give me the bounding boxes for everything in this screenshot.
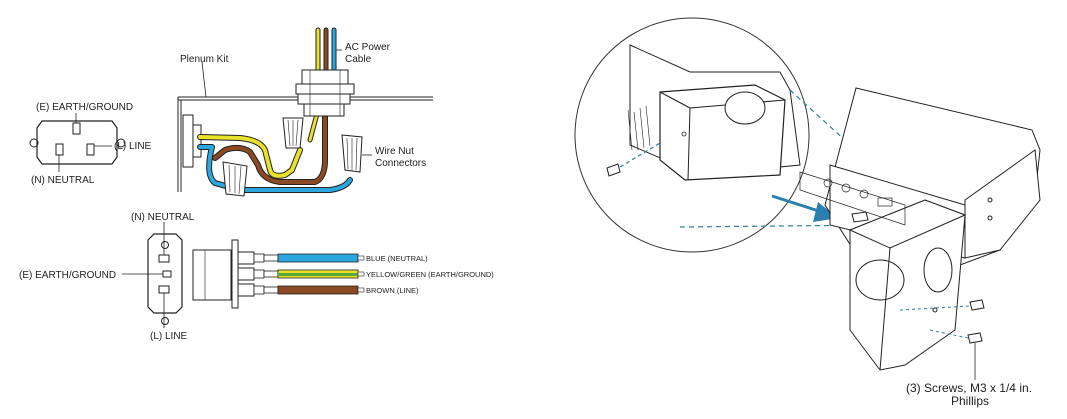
screw-guide-2 <box>929 329 969 339</box>
enclosure-circuit-board <box>799 171 906 226</box>
enclosure <box>824 87 1041 371</box>
label-earth-ground-bottom: (E) EARTH/GROUND <box>19 270 116 281</box>
label-wire-brown: BROWN (LINE) <box>366 286 419 295</box>
label-wire-nut-1: Wire Nut <box>375 146 414 157</box>
iec-inlet-side <box>192 239 279 309</box>
label-neutral-top: (N) NEUTRAL <box>31 175 95 186</box>
iec-inlet-face-bottom <box>122 222 183 328</box>
screws-enclosure <box>851 197 993 344</box>
label-line-bottom: (L) LINE <box>150 331 188 342</box>
cable-gland <box>295 69 355 117</box>
label-neutral-bottom: (N) NEUTRAL <box>131 212 195 223</box>
label-wire-blue: BLUE (NEUTRAL) <box>366 254 428 263</box>
label-wire-yellow-green: YELLOW/GREEN (EARTH/GROUND) <box>366 270 494 279</box>
wire-blue <box>277 253 365 263</box>
iec-inlet-face-top <box>29 113 126 172</box>
detail-magnifier <box>574 17 810 253</box>
label-ac-power-1: AC Power <box>345 42 391 53</box>
wire-nut-3 <box>341 134 363 173</box>
label-line-top: (L) LINE <box>114 141 152 152</box>
label-earth-ground-top: (E) EARTH/GROUND <box>36 102 133 113</box>
wire-nut-1 <box>282 117 304 149</box>
wire-brown <box>277 285 365 295</box>
label-plenum-kit: Plenum Kit <box>180 54 229 65</box>
wire-yellow-green <box>277 269 365 279</box>
label-ac-power-2: Cable <box>345 54 372 65</box>
wire-nut-2 <box>222 161 248 197</box>
label-screws-1: (3) Screws, M3 x 1/4 in. <box>906 381 1032 395</box>
label-wire-nut-2: Connectors <box>375 158 426 169</box>
label-screws-2: Phillips <box>951 394 989 408</box>
